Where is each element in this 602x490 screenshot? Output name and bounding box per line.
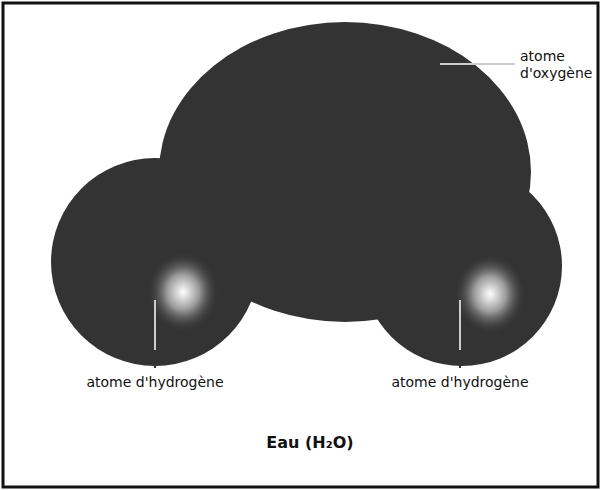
atom-label: atome d'hydrogène — [335, 374, 585, 391]
highlight — [454, 254, 526, 334]
caption: Eau (H₂O) — [150, 434, 470, 451]
atom-label: atome d'oxygène — [520, 48, 596, 82]
leader-line — [154, 300, 156, 368]
frame — [3, 3, 598, 487]
leader-line — [154, 350, 156, 368]
leader-line — [440, 63, 515, 65]
leader-line — [459, 350, 461, 368]
hydrogen-atom — [362, 166, 562, 366]
atom-label: atome d'hydrogène — [30, 374, 280, 391]
leader-line — [459, 300, 461, 368]
highlight — [147, 252, 219, 332]
